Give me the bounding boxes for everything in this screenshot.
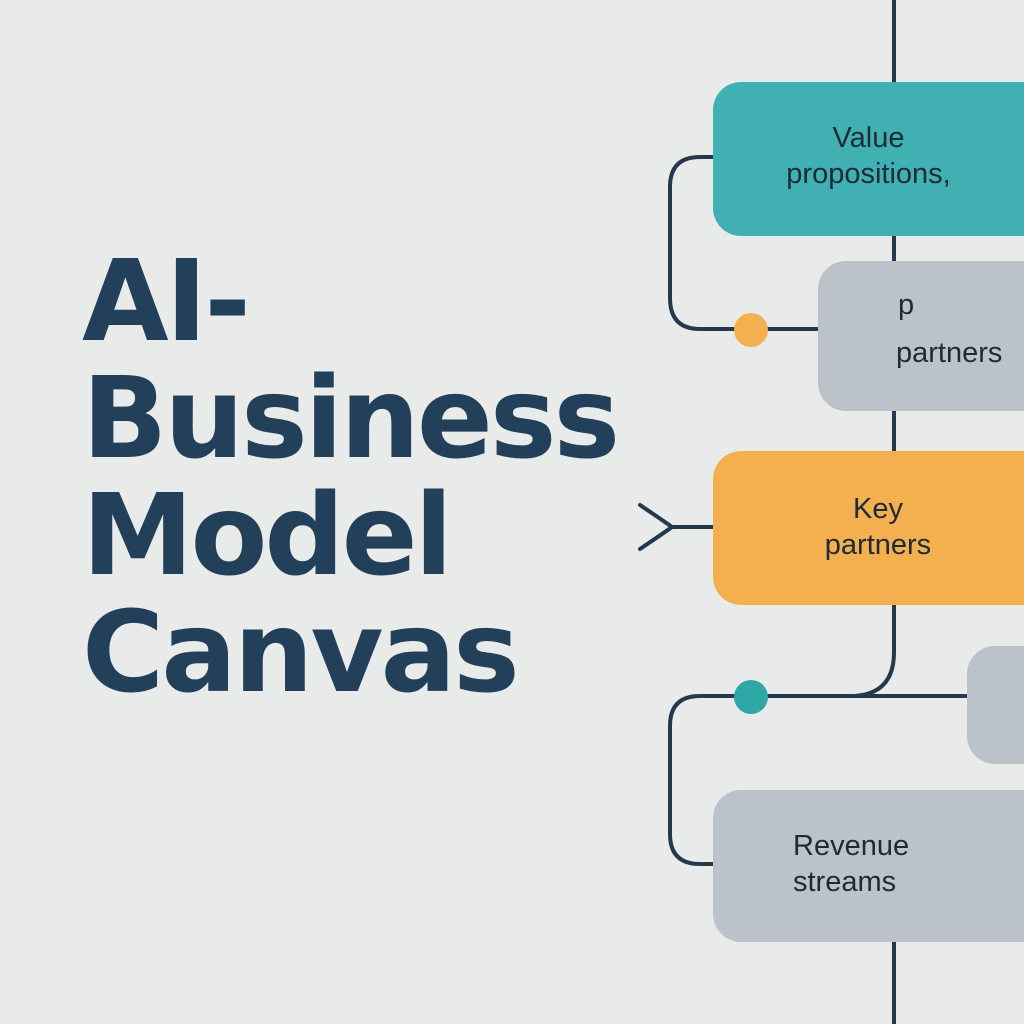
title-line-1: AI- (82, 237, 251, 367)
node-value-propositions-label: Value propositions, (786, 122, 951, 190)
title-line-4: Canvas (82, 588, 520, 718)
node-partners-cut-label: partners (896, 337, 1003, 369)
node-key-partners-label: Key partners (824, 493, 932, 561)
loop-connector-bottom (668, 694, 754, 866)
node-revenue-streams-label: Revenue streams (793, 830, 910, 898)
teal-node-dot (734, 680, 768, 714)
arrow-connector (638, 503, 715, 551)
spine-line (750, 0, 896, 1024)
node-partners-cut[interactable]: p partners (818, 261, 1024, 411)
title-line-3: Model (82, 471, 453, 601)
node-value-propositions[interactable]: Value propositions, (713, 82, 1024, 236)
orange-node-dot (734, 313, 768, 347)
node-key-partners[interactable]: Key partners (713, 451, 1024, 605)
node-empty-gray[interactable] (967, 646, 1024, 764)
node-revenue-streams[interactable]: Revenue streams (713, 790, 1024, 942)
diagram-title: AI- Business Model Canvas (82, 237, 620, 718)
node-partners-cut-letter: p (898, 289, 915, 321)
title-line-2: Business (82, 354, 620, 484)
